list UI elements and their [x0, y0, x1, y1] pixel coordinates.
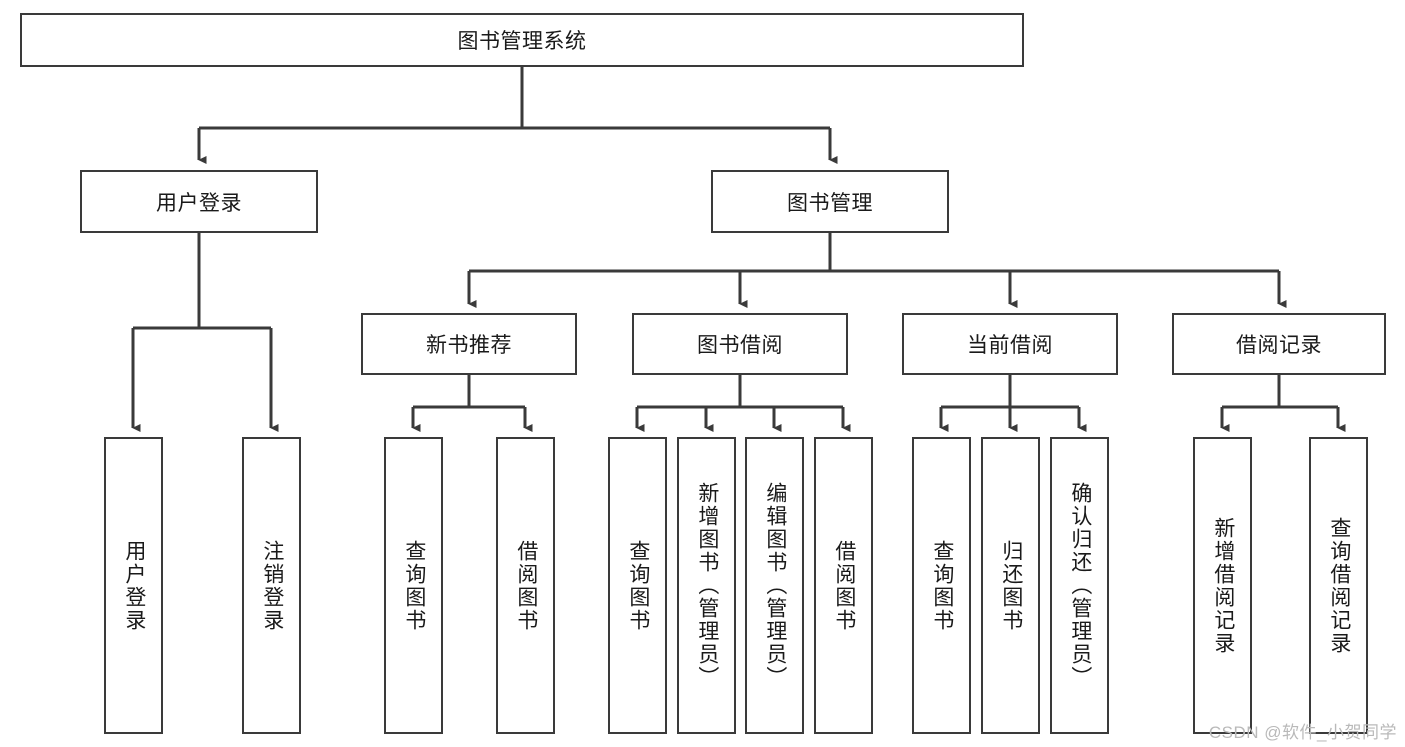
node-current-borrow[interactable]: 当前借阅: [902, 313, 1118, 375]
node-new-book-recommend-label: 新书推荐: [426, 334, 512, 357]
leaf-borrow-book-1[interactable]: 借阅图书: [496, 437, 555, 734]
node-book-borrow-label: 图书借阅: [697, 334, 783, 357]
leaf-user-login-label: 用户登录: [122, 539, 146, 632]
node-root-label: 图书管理系统: [457, 30, 587, 53]
leaf-query-book-2[interactable]: 查询图书: [608, 437, 667, 734]
leaf-query-book-1-label: 查询图书: [402, 539, 426, 632]
leaf-confirm-return[interactable]: 确认归还（管理员）: [1050, 437, 1109, 734]
node-borrow-record[interactable]: 借阅记录: [1172, 313, 1386, 375]
leaf-query-record-label: 查询借阅记录: [1327, 516, 1351, 655]
node-root[interactable]: 图书管理系统: [20, 13, 1024, 67]
node-book-borrow[interactable]: 图书借阅: [632, 313, 848, 375]
node-user-login[interactable]: 用户登录: [80, 170, 318, 233]
node-new-book-recommend[interactable]: 新书推荐: [361, 313, 577, 375]
leaf-user-login[interactable]: 用户登录: [104, 437, 163, 734]
node-user-login-label: 用户登录: [156, 191, 242, 215]
node-book-manage-label: 图书管理: [787, 191, 873, 215]
leaf-return-book-label: 归还图书: [999, 539, 1023, 632]
leaf-edit-book-label: 编辑图书（管理员）: [763, 482, 787, 689]
leaf-add-record-label: 新增借阅记录: [1211, 516, 1235, 655]
leaf-add-record[interactable]: 新增借阅记录: [1193, 437, 1252, 734]
leaf-confirm-return-label: 确认归还（管理员）: [1068, 482, 1092, 689]
node-current-borrow-label: 当前借阅: [967, 334, 1053, 357]
leaf-query-book-2-label: 查询图书: [626, 539, 650, 632]
node-borrow-record-label: 借阅记录: [1236, 334, 1322, 357]
watermark: CSDN @软件_小贺同学: [1208, 723, 1397, 742]
leaf-query-book-3[interactable]: 查询图书: [912, 437, 971, 734]
leaf-query-record[interactable]: 查询借阅记录: [1309, 437, 1368, 734]
leaf-borrow-book-1-label: 借阅图书: [514, 539, 538, 632]
leaf-query-book-1[interactable]: 查询图书: [384, 437, 443, 734]
leaf-edit-book[interactable]: 编辑图书（管理员）: [745, 437, 804, 734]
leaf-user-logout-label: 注销登录: [260, 539, 284, 632]
leaf-borrow-book-2[interactable]: 借阅图书: [814, 437, 873, 734]
leaf-add-book[interactable]: 新增图书（管理员）: [677, 437, 736, 734]
leaf-query-book-3-label: 查询图书: [930, 539, 954, 632]
leaf-add-book-label: 新增图书（管理员）: [695, 482, 719, 689]
leaf-borrow-book-2-label: 借阅图书: [832, 539, 856, 632]
node-book-manage[interactable]: 图书管理: [711, 170, 949, 233]
leaf-return-book[interactable]: 归还图书: [981, 437, 1040, 734]
leaf-user-logout[interactable]: 注销登录: [242, 437, 301, 734]
